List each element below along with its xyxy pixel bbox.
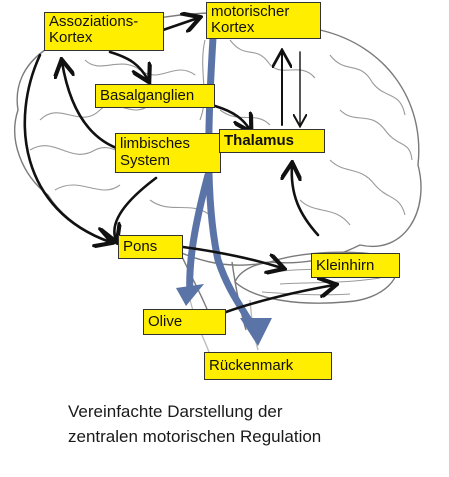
tract-arrowhead-rueckenmark bbox=[240, 318, 272, 346]
node-pons-label: Pons bbox=[123, 238, 158, 255]
brain-illustration bbox=[14, 12, 422, 356]
node-limbisches-system: limbisches System bbox=[115, 133, 221, 173]
edge-limbisch-to-assoziation bbox=[62, 62, 124, 152]
cerebellum-outline bbox=[234, 251, 399, 304]
node-basalganglien-label: Basalganglien bbox=[100, 87, 195, 104]
node-pons: Pons bbox=[118, 235, 183, 259]
tract-arrowhead-left bbox=[176, 284, 204, 306]
node-rueckenmark: Rückenmark bbox=[204, 352, 332, 380]
node-limbisches-system-line1: limbisches bbox=[120, 135, 191, 152]
node-thalamus-label: Thalamus bbox=[224, 132, 295, 149]
node-kleinhirn-label: Kleinhirn bbox=[316, 257, 375, 274]
node-thalamus: Thalamus bbox=[219, 129, 325, 153]
connections bbox=[23, 18, 334, 314]
node-rueckenmark-label: Rückenmark bbox=[209, 357, 294, 374]
edge-pons-to-kleinhirn bbox=[181, 245, 282, 268]
node-olive-label: Olive bbox=[148, 313, 183, 330]
tract-to-spinal-cord bbox=[205, 34, 259, 334]
edge-olive-to-kleinhirn bbox=[224, 285, 334, 314]
node-assoziationskortex: Assoziations- Kortex bbox=[44, 12, 164, 51]
node-assoziationskortex-line1: Assoziations- bbox=[49, 13, 139, 30]
node-motorischer-kortex-line2: Kortex bbox=[211, 19, 255, 36]
node-assoziationskortex-line2: Kortex bbox=[49, 29, 93, 46]
caption-line2: zentralen motorischen Regulation bbox=[68, 427, 322, 446]
edge-assoziation-to-motorischer-kortex bbox=[161, 18, 198, 30]
node-limbisches-system-line2: System bbox=[120, 152, 171, 169]
node-olive: Olive bbox=[143, 309, 226, 335]
edge-assoziation-to-basalganglien bbox=[108, 50, 148, 80]
tract-branch-left bbox=[186, 171, 212, 299]
edge-assoziation-to-pons bbox=[23, 53, 110, 242]
node-basalganglien: Basalganglien bbox=[95, 84, 215, 108]
node-motorischer-kortex-line1: motorischer bbox=[211, 3, 290, 20]
edge-limbisch-to-pons bbox=[114, 176, 158, 240]
edge-kleinhirn-to-thalamus bbox=[292, 165, 320, 237]
edge-basalganglien-to-thalamus bbox=[213, 104, 250, 130]
node-kleinhirn: Kleinhirn bbox=[311, 253, 400, 278]
node-motorischer-kortex: motorischer Kortex bbox=[206, 2, 321, 39]
caption-line1: Vereinfachte Darstellung der bbox=[68, 402, 283, 421]
